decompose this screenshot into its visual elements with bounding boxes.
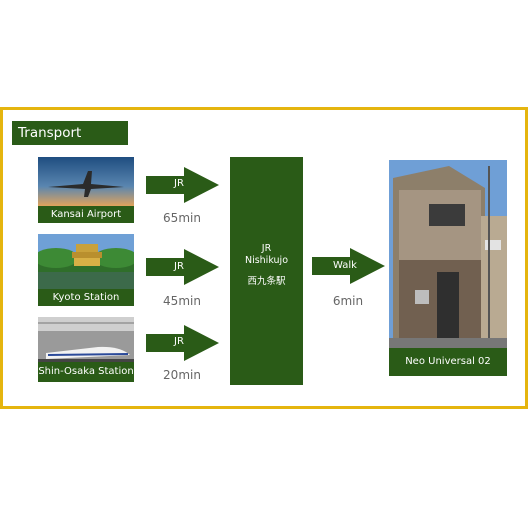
arrow-kansai-to-hub bbox=[146, 167, 219, 207]
kyoto-temple-photo bbox=[38, 234, 134, 289]
origin-label-shin-osaka: Shin-Osaka Station bbox=[38, 362, 134, 382]
hub-line-3: 西九条駅 bbox=[247, 276, 286, 287]
shinkansen-photo bbox=[38, 317, 134, 362]
building-photo bbox=[389, 160, 507, 348]
mode-shin-osaka: JR bbox=[174, 336, 184, 347]
hub-line-2: Nishikujo bbox=[244, 255, 289, 266]
destination-card: Neo Universal 02 bbox=[389, 160, 507, 376]
mode-kansai: JR bbox=[174, 178, 184, 189]
origin-label-kyoto: Kyoto Station bbox=[38, 289, 134, 306]
destination-label: Neo Universal 02 bbox=[389, 348, 507, 376]
mode-kyoto: JR bbox=[174, 261, 184, 272]
arrow-kyoto-to-hub bbox=[146, 249, 219, 289]
origin-label-kansai: Kansai Airport bbox=[38, 206, 134, 223]
diagram-title: Transport Access bbox=[12, 121, 128, 165]
time-walk: 6min bbox=[332, 294, 364, 308]
arrow-shin-osaka-to-hub bbox=[146, 325, 219, 365]
time-kansai: 65min bbox=[163, 211, 201, 225]
hub-station-box: JR Nishikujo 西九条駅 bbox=[230, 157, 303, 385]
time-kyoto: 45min bbox=[163, 294, 201, 308]
airplane-photo bbox=[38, 157, 134, 206]
time-shin-osaka: 20min bbox=[163, 368, 201, 382]
mode-walk: Walk bbox=[333, 260, 357, 271]
hub-line-1: JR bbox=[261, 243, 272, 254]
arrow-hub-to-destination bbox=[312, 248, 385, 288]
